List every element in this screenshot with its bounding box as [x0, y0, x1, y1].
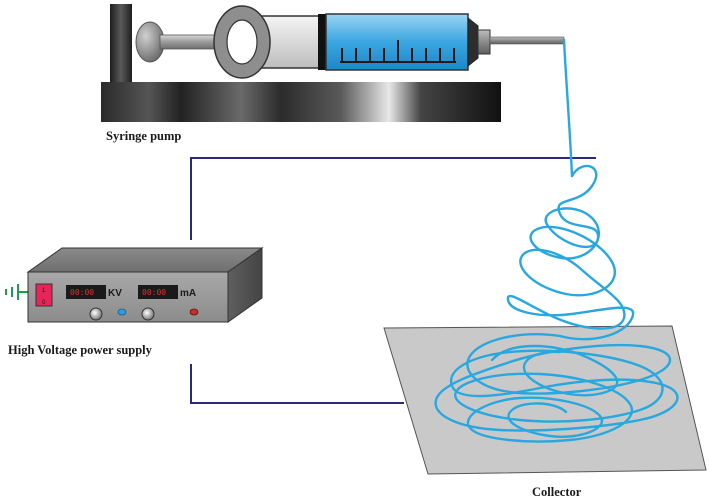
power-supply-top [26, 247, 264, 273]
fiber-jet [434, 38, 679, 443]
syringe-pump [101, 4, 565, 122]
power-supply: 1 0 00:00 KV 00:00 mA [5, 247, 264, 323]
ma-display-value: 00:00 [142, 288, 166, 297]
collector-label: Collector [532, 485, 582, 499]
ground-icon [5, 284, 28, 300]
needle-wire [190, 157, 596, 240]
plunger-tip [318, 14, 326, 70]
ma-display [138, 285, 178, 299]
power-switch-on-label: 1 [42, 288, 46, 294]
ma-unit-label: mA [180, 288, 196, 299]
fiber-extra-loops [490, 344, 619, 397]
power-supply-label: High Voltage power supply [8, 343, 153, 357]
fiber-upper-coils [519, 164, 616, 297]
nozzle-hub [477, 29, 491, 55]
wires [190, 157, 596, 404]
fiber-lower-coils [434, 333, 679, 443]
needle [489, 36, 565, 45]
kv-unit-label: KV [108, 288, 122, 299]
ma-knob[interactable] [141, 307, 155, 321]
syringe-pump-label: Syringe pump [106, 129, 181, 143]
barrel-taper [467, 16, 479, 68]
collector-wire [190, 364, 404, 404]
blue-indicator-light [117, 308, 127, 316]
finger-flange-hole [226, 19, 258, 65]
pump-rail [101, 82, 501, 122]
power-supply-front [27, 271, 229, 323]
red-indicator-light [189, 308, 199, 316]
power-switch[interactable] [35, 283, 53, 307]
power-switch-off-label: 0 [42, 300, 46, 306]
fiber-straight-jet [562, 38, 574, 178]
kv-knob[interactable] [89, 307, 103, 321]
barrel-graduations [340, 40, 456, 63]
kv-display-value: 00:00 [70, 288, 94, 297]
fiber-middle-coils [506, 248, 635, 341]
kv-display [66, 285, 106, 299]
